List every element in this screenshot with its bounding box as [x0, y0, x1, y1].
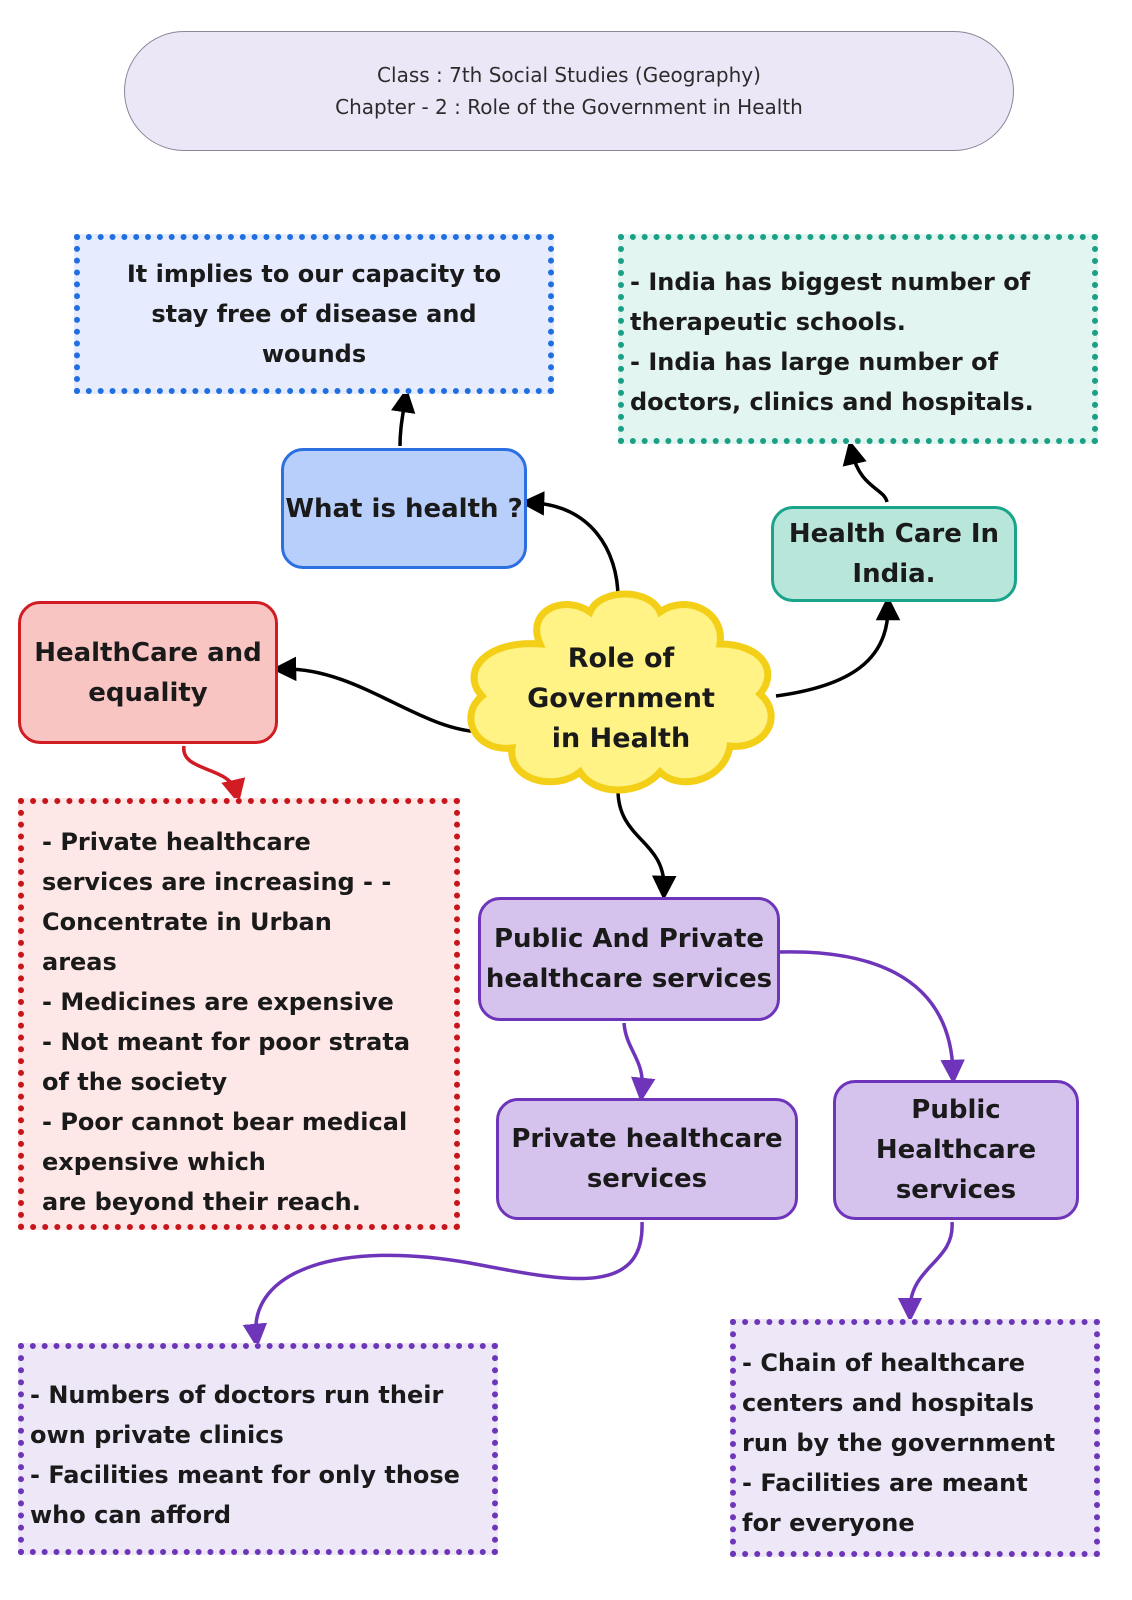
node-label: Public — [911, 1095, 1001, 1125]
node-public-private-services: Public And Private healthcare services — [478, 897, 780, 1021]
note-line: - Facilities are meant — [742, 1469, 1028, 1497]
note-line: services are increasing - - — [42, 868, 392, 896]
node-label: services — [895, 1175, 1017, 1205]
note-line: areas — [42, 948, 117, 976]
node-label: India. — [852, 559, 936, 589]
note-line: who can afford — [30, 1501, 232, 1529]
note-line: doctors, clinics and hospitals. — [630, 388, 1034, 416]
node-health-care-india: Health Care In India. — [771, 506, 1017, 602]
note-line: wounds — [261, 340, 367, 368]
arrow-equality-to-facts — [182, 745, 246, 804]
equality-facts-note: - Private healthcare services are increa… — [18, 798, 460, 1230]
node-label: HealthCare and — [34, 637, 262, 668]
node-private-services: Private healthcare services — [496, 1098, 798, 1220]
arrow-pubpriv-to-private — [622, 1022, 656, 1103]
note-line: for everyone — [742, 1509, 915, 1537]
arrow-public-to-facts — [897, 1221, 954, 1323]
note-line: run by the government — [742, 1429, 1056, 1457]
note-line: Concentrate in Urban — [42, 908, 332, 936]
center-cloud — [467, 590, 775, 794]
node-label: services — [586, 1164, 708, 1194]
note-line: - Not meant for poor strata — [42, 1028, 411, 1056]
node-label: Healthcare — [875, 1135, 1037, 1165]
arrow-india-to-facts — [842, 440, 889, 503]
note-line: therapeutic schools. — [630, 308, 906, 336]
node-label: What is health ? — [285, 493, 523, 524]
note-line: It implies to our capacity to — [126, 260, 502, 288]
node-label: healthcare services — [485, 964, 773, 994]
central-topic: Role of Government in Health — [476, 624, 766, 774]
note-line: stay free of disease and — [151, 300, 477, 328]
central-topic-line: in Health — [551, 723, 691, 754]
note-line: of the society — [42, 1068, 228, 1096]
india-facts-note: - India has biggest number of therapeuti… — [618, 234, 1098, 444]
header-class-line: Class : 7th Social Studies (Geography) — [377, 63, 761, 87]
central-topic-line: Role of — [567, 643, 675, 674]
note-line: - Chain of healthcare — [742, 1349, 1026, 1377]
node-label: Health Care In — [788, 519, 1000, 549]
node-what-is-health: What is health ? — [281, 448, 527, 569]
arrow-private-to-facts — [242, 1221, 644, 1349]
note-line: - Private healthcare — [42, 828, 311, 856]
note-line: centers and hospitals — [742, 1389, 1035, 1417]
note-line: expensive which — [42, 1148, 266, 1176]
note-line: - India has large number of — [630, 348, 999, 376]
note-line: - Facilities meant for only those — [30, 1461, 460, 1489]
arrow-center-to-equality — [271, 656, 485, 734]
note-line: - Poor cannot bear medical — [42, 1108, 408, 1136]
note-line: are beyond their reach. — [42, 1188, 361, 1216]
arrow-center-to-pubpriv — [616, 789, 677, 901]
node-label: Public And Private — [493, 924, 765, 954]
arrow-center-to-india — [775, 595, 901, 698]
arrow-center-to-health — [519, 491, 620, 599]
node-healthcare-equality: HealthCare and equality — [18, 601, 278, 744]
header-chapter-line: Chapter - 2 : Role of the Government in … — [335, 95, 803, 119]
private-facts-note: - Numbers of doctors run their own priva… — [18, 1343, 498, 1555]
node-label: equality — [88, 677, 208, 708]
note-line: - Numbers of doctors run their — [30, 1381, 444, 1409]
node-label: Private healthcare — [511, 1124, 783, 1154]
page-header: Class : 7th Social Studies (Geography) C… — [124, 31, 1014, 151]
note-line: - India has biggest number of — [630, 268, 1031, 296]
arrow-pubpriv-to-public — [779, 950, 965, 1085]
central-topic-line: Government — [527, 683, 715, 714]
arrow-health-to-definition — [391, 387, 416, 447]
public-facts-note: - Chain of healthcare centers and hospit… — [730, 1319, 1100, 1557]
health-definition-note: It implies to our capacity to stay free … — [74, 234, 554, 394]
note-line: own private clinics — [30, 1421, 284, 1449]
node-public-services: Public Healthcare services — [833, 1080, 1079, 1220]
note-line: - Medicines are expensive — [42, 988, 394, 1016]
